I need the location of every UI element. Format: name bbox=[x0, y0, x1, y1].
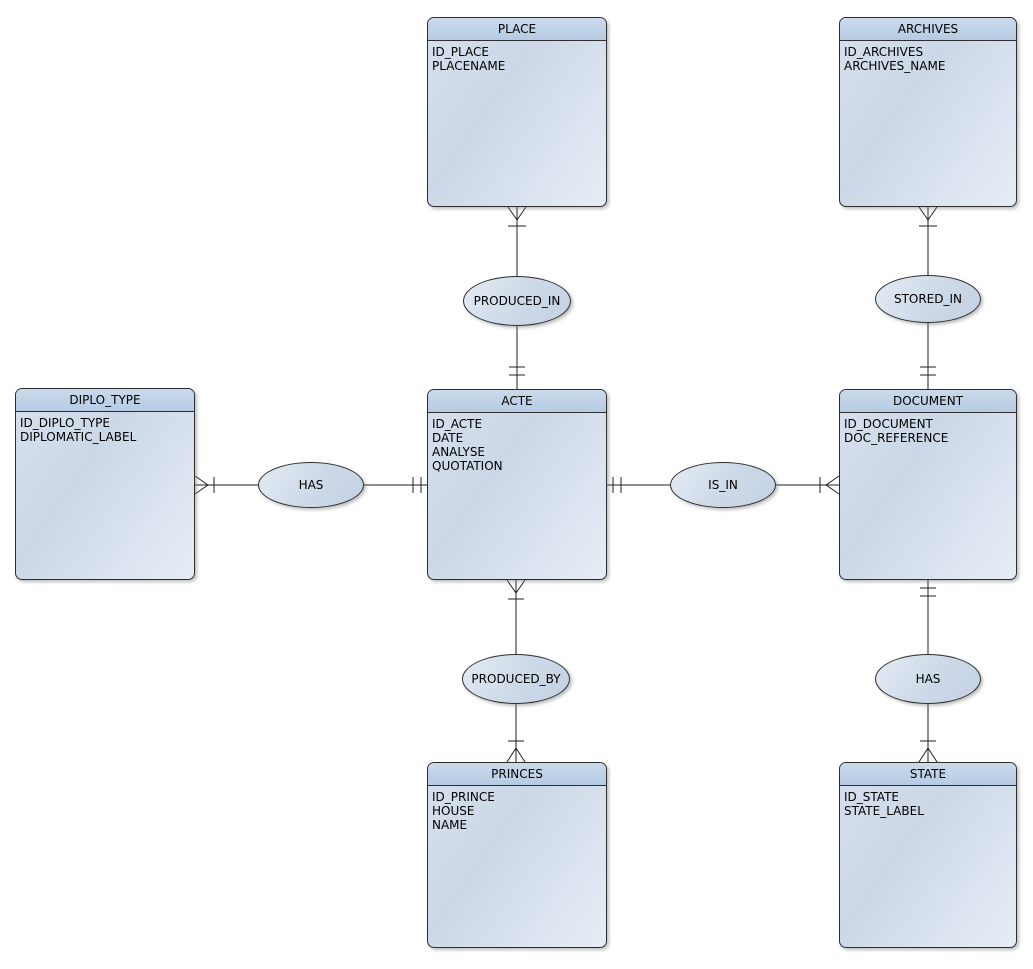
entity-archives-title: ARCHIVES bbox=[840, 18, 1016, 41]
relationship-stored-in-label: STORED_IN bbox=[893, 292, 963, 306]
entity-place-attribute: PLACENAME bbox=[432, 59, 506, 73]
entity-place-title: PLACE bbox=[428, 18, 606, 41]
connector-acte-is-in[interactable] bbox=[607, 477, 670, 493]
connector-archives-stored-in[interactable] bbox=[918, 206, 938, 276]
entity-document-attributes: ID_DOCUMENT DOC_REFERENCE bbox=[840, 413, 1016, 579]
entity-archives-attributes: ID_ARCHIVES ARCHIVES_NAME bbox=[840, 41, 1016, 206]
relationship-is-in[interactable]: IS_IN bbox=[670, 462, 776, 508]
connector-document-has[interactable] bbox=[920, 580, 936, 654]
entity-archives-attribute: ID_ARCHIVES bbox=[844, 45, 924, 59]
entity-place-attributes: ID_PLACE PLACENAME bbox=[428, 41, 606, 206]
entity-acte-attributes: ID_ACTE DATE ANALYSE QUOTATION bbox=[428, 413, 606, 579]
entity-document-attribute: DOC_REFERENCE bbox=[844, 431, 949, 445]
connector-produced-by-princes[interactable] bbox=[506, 704, 526, 763]
connector-is-in-document[interactable] bbox=[776, 475, 840, 495]
entity-princes-title: PRINCES bbox=[428, 763, 606, 786]
entity-princes-attribute: NAME bbox=[432, 818, 468, 832]
entity-diplo-type-attribute: ID_DIPLO_TYPE bbox=[20, 416, 110, 430]
relationship-has-state-label: HAS bbox=[915, 672, 941, 686]
entity-princes-attributes: ID_PRINCE HOUSE NAME bbox=[428, 786, 606, 947]
relationship-produced-in-label: PRODUCED_IN bbox=[473, 294, 561, 308]
connector-has-acte[interactable] bbox=[364, 477, 427, 493]
connector-place-produced-in[interactable] bbox=[507, 206, 527, 277]
connector-diplo-type-has[interactable] bbox=[194, 475, 258, 495]
relationship-produced-in[interactable]: PRODUCED_IN bbox=[463, 276, 571, 326]
entity-state[interactable]: STATE ID_STATE STATE_LABEL bbox=[839, 762, 1017, 948]
entity-princes-attribute: HOUSE bbox=[432, 804, 475, 818]
entity-state-attribute: STATE_LABEL bbox=[844, 804, 924, 818]
entity-acte[interactable]: ACTE ID_ACTE DATE ANALYSE QUOTATION bbox=[427, 389, 607, 580]
entity-state-attribute: ID_STATE bbox=[844, 790, 899, 804]
relationship-stored-in[interactable]: STORED_IN bbox=[875, 275, 981, 323]
entity-acte-attribute: ID_ACTE bbox=[432, 417, 483, 431]
relationship-has-diplo-label: HAS bbox=[298, 478, 324, 492]
entity-document[interactable]: DOCUMENT ID_DOCUMENT DOC_REFERENCE bbox=[839, 389, 1017, 580]
entity-state-title: STATE bbox=[840, 763, 1016, 786]
entity-acte-attribute: ANALYSE bbox=[432, 445, 486, 459]
relationship-produced-by-label: PRODUCED_BY bbox=[471, 672, 561, 686]
entity-acte-title: ACTE bbox=[428, 390, 606, 413]
entity-archives[interactable]: ARCHIVES ID_ARCHIVES ARCHIVES_NAME bbox=[839, 17, 1017, 207]
relationship-produced-by[interactable]: PRODUCED_BY bbox=[462, 654, 570, 704]
entity-document-title: DOCUMENT bbox=[840, 390, 1016, 413]
entity-place[interactable]: PLACE ID_PLACE PLACENAME bbox=[427, 17, 607, 207]
entity-document-attribute: ID_DOCUMENT bbox=[844, 417, 933, 431]
entity-state-attributes: ID_STATE STATE_LABEL bbox=[840, 786, 1016, 947]
connector-has-state[interactable] bbox=[918, 704, 938, 763]
connector-produced-in-acte[interactable] bbox=[509, 326, 525, 389]
relationship-is-in-label: IS_IN bbox=[708, 478, 738, 492]
entity-acte-attribute: DATE bbox=[432, 431, 464, 445]
relationship-has-state[interactable]: HAS bbox=[875, 654, 981, 704]
entity-diplo-type-attribute: DIPLOMATIC_LABEL bbox=[20, 430, 137, 444]
entity-acte-attribute: QUOTATION bbox=[432, 459, 503, 473]
relationship-has-diplo[interactable]: HAS bbox=[258, 462, 364, 508]
entity-diplo-type-attributes: ID_DIPLO_TYPE DIPLOMATIC_LABEL bbox=[16, 412, 194, 579]
entity-princes-attribute: ID_PRINCE bbox=[432, 790, 495, 804]
entity-archives-attribute: ARCHIVES_NAME bbox=[844, 59, 946, 73]
connector-stored-in-document[interactable] bbox=[920, 323, 936, 389]
entity-diplo-type[interactable]: DIPLO_TYPE ID_DIPLO_TYPE DIPLOMATIC_LABE… bbox=[15, 388, 195, 580]
entity-princes[interactable]: PRINCES ID_PRINCE HOUSE NAME bbox=[427, 762, 607, 948]
entity-diplo-type-title: DIPLO_TYPE bbox=[16, 389, 194, 412]
connector-acte-produced-by[interactable] bbox=[506, 579, 526, 654]
entity-place-attribute: ID_PLACE bbox=[432, 45, 489, 59]
